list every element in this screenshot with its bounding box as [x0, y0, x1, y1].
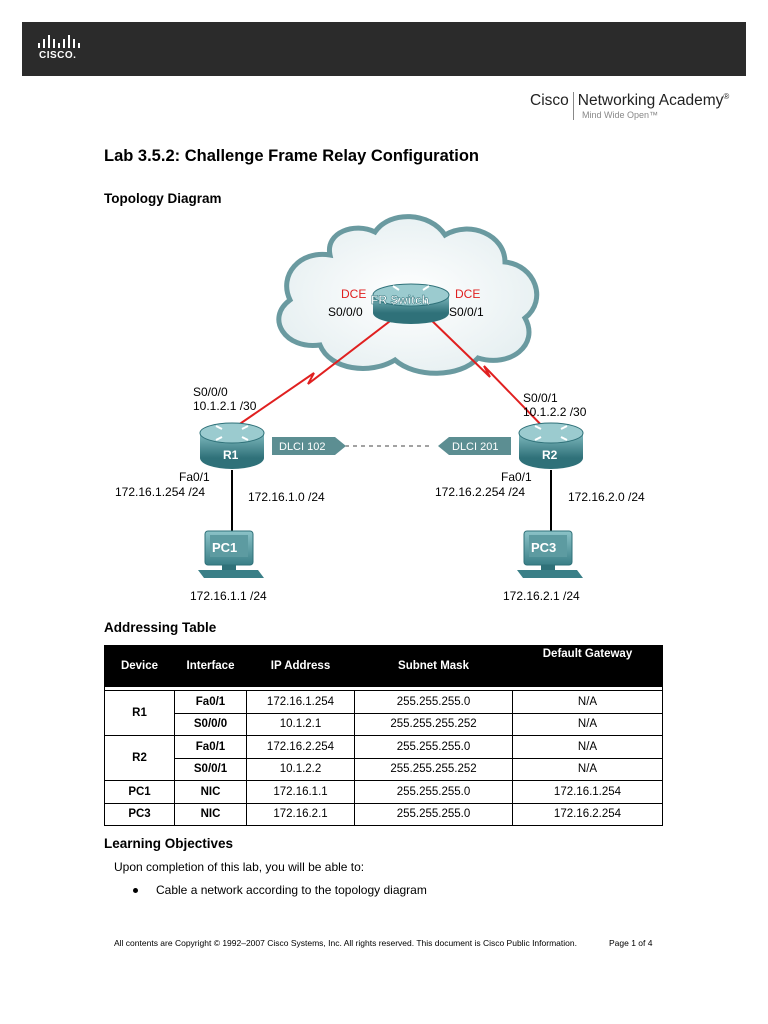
academy-name-right: Networking Academy: [577, 92, 724, 110]
cell-interface: NIC: [174, 802, 247, 826]
dce-left-label: DCE: [341, 287, 366, 301]
addressing-table: Device Interface IP Address Subnet Mask …: [104, 645, 663, 826]
cell-ip: 10.1.2.1: [246, 712, 355, 736]
pc1-label: PC1: [212, 540, 237, 555]
objective-item-text: Cable a network according to the topolog…: [156, 883, 427, 897]
table-row: R2 Fa0/1 172.16.2.254 255.255.255.0 N/A: [104, 735, 663, 781]
cell-device: R2: [104, 735, 175, 781]
cell-ip: 172.16.2.1: [246, 802, 355, 826]
pc1-ip-label: 172.16.1.1 /24: [190, 589, 267, 603]
bullet-icon: [133, 888, 138, 894]
cell-mask: 255.255.255.0: [354, 802, 513, 826]
pc3-label: PC3: [531, 540, 556, 555]
router-r1-icon: [199, 422, 265, 469]
r1-serial-ip-label: 10.1.2.1 /30: [193, 399, 257, 413]
cell-device: PC1: [104, 780, 175, 804]
pc1-icon: [198, 530, 264, 578]
objectives-intro: Upon completion of this lab, you will be…: [114, 860, 365, 874]
table-header-row: Device Interface IP Address Subnet Mask …: [104, 645, 663, 687]
topology-heading: Topology Diagram: [104, 191, 222, 206]
cell-interface: Fa0/1: [174, 690, 247, 714]
page-number: Page 1 of 4: [609, 938, 653, 948]
cell-device: PC3: [104, 802, 175, 826]
header-bar: CISCO.: [22, 22, 746, 76]
cell-ip: 10.1.2.2: [246, 757, 355, 781]
cisco-bars-icon: [36, 34, 86, 48]
r2-label: R2: [542, 448, 558, 462]
cell-ip: 172.16.2.254: [246, 735, 355, 759]
cell-gateway: 172.16.2.254: [512, 802, 663, 826]
header-subnet-mask: Subnet Mask: [354, 645, 513, 687]
r2-serial-port-label: S0/0/1: [523, 391, 558, 405]
fr-switch-icon: [372, 283, 450, 324]
serial-link-r1: [227, 314, 399, 433]
r2-serial-ip-label: 10.1.2.2 /30: [523, 405, 587, 419]
r2-fa-port-label: Fa0/1: [501, 470, 532, 484]
academy-name-left: Cisco: [530, 92, 569, 110]
table-row: S0/0/0 10.1.2.1 255.255.255.252 N/A: [105, 712, 663, 736]
objectives-heading: Learning Objectives: [104, 836, 234, 851]
cell-mask: 255.255.255.0: [354, 780, 513, 804]
pc3-icon: [517, 530, 583, 578]
cisco-wordmark: CISCO.: [39, 50, 77, 61]
dlci-102-arrow-icon: [272, 437, 346, 455]
table-row: S0/0/1 10.1.2.2 255.255.255.252 N/A: [105, 757, 663, 781]
table-row: R1 Fa0/1 172.16.1.254 255.255.255.0 N/A: [104, 690, 663, 736]
objective-item: Cable a network according to the topolog…: [133, 883, 427, 897]
academy-brand: Cisco Networking Academy® Mind Wide Open™: [530, 92, 746, 126]
dlci-102-label: DLCI 102: [279, 441, 325, 453]
dlci-201-arrow-icon: [438, 437, 511, 455]
cisco-logo: CISCO.: [36, 34, 92, 64]
addressing-heading: Addressing Table: [104, 620, 217, 635]
cell-gateway: N/A: [512, 757, 663, 781]
cell-ip: 172.16.1.254: [246, 690, 355, 714]
academy-tagline: Mind Wide Open™: [582, 110, 659, 120]
cell-gateway: N/A: [512, 735, 663, 759]
router-r2-icon: [518, 422, 584, 469]
r1-serial-port-label: S0/0/0: [193, 385, 228, 399]
fr-switch-label: FR Switch: [371, 293, 429, 307]
r1-fa-port-label: Fa0/1: [179, 470, 210, 484]
cell-gateway: N/A: [512, 690, 663, 714]
academy-reg-mark: ®: [723, 92, 730, 101]
cell-ip: 172.16.1.1: [246, 780, 355, 804]
cell-interface: Fa0/1: [174, 735, 247, 759]
switch-port-right-label: S0/0/1: [449, 305, 484, 319]
cell-mask: 255.255.255.0: [354, 735, 513, 759]
footer-copyright: All contents are Copyright © 1992–2007 C…: [114, 938, 577, 948]
cell-interface: S0/0/0: [174, 712, 247, 736]
header-default-gateway: Default Gateway: [512, 645, 663, 687]
cell-interface: NIC: [174, 780, 247, 804]
r1-fa-ip-label: 172.16.1.254 /24: [115, 485, 205, 499]
cell-mask: 255.255.255.0: [354, 690, 513, 714]
cell-interface: S0/0/1: [174, 757, 247, 781]
cell-mask: 255.255.255.252: [354, 712, 513, 736]
cell-mask: 255.255.255.252: [354, 757, 513, 781]
cell-device: R1: [104, 690, 175, 736]
header-device: Device: [104, 645, 175, 687]
serial-link-r2: [425, 314, 549, 433]
cell-gateway: 172.16.1.254: [512, 780, 663, 804]
r2-fa-ip-label: 172.16.2.254 /24: [435, 485, 525, 499]
pc3-ip-label: 172.16.2.1 /24: [503, 589, 580, 603]
lab-title: Lab 3.5.2: Challenge Frame Relay Configu…: [104, 147, 479, 165]
table-row: PC3 NIC 172.16.2.1 255.255.255.0 172.16.…: [104, 802, 663, 826]
header-interface: Interface: [174, 645, 247, 687]
header-ip-address: IP Address: [246, 645, 355, 687]
cell-gateway: N/A: [512, 712, 663, 736]
r2-lan-label: 172.16.2.0 /24: [568, 490, 645, 504]
table-row: PC1 NIC 172.16.1.1 255.255.255.0 172.16.…: [104, 780, 663, 804]
switch-port-left-label: S0/0/0: [328, 305, 363, 319]
r1-label: R1: [223, 448, 239, 462]
dlci-201-label: DLCI 201: [452, 441, 498, 453]
topology-diagram: FR Switch R1 R2 DLCI 102 DLCI 201 PC1 PC…: [115, 214, 645, 603]
dce-right-label: DCE: [455, 287, 480, 301]
r1-lan-label: 172.16.1.0 /24: [248, 490, 325, 504]
academy-name: Cisco Networking Academy®: [530, 92, 729, 120]
